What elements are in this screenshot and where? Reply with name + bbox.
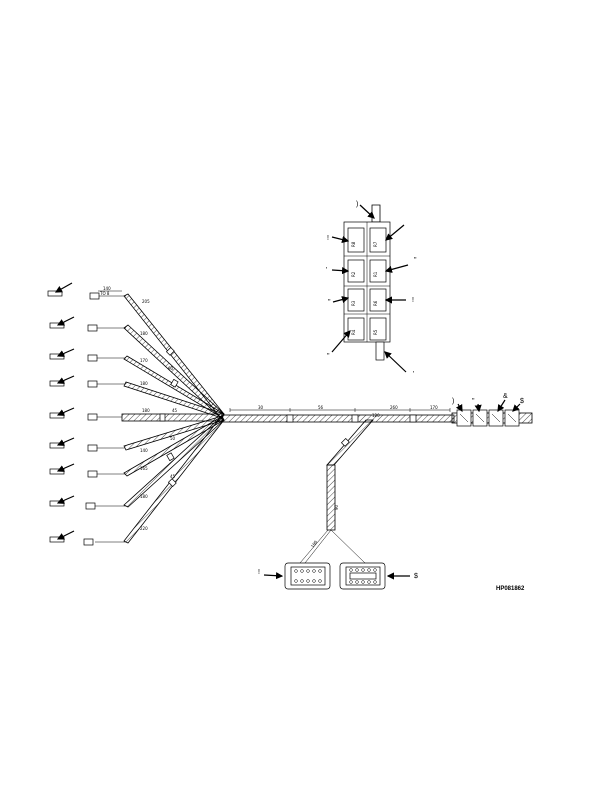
svg-text:R5: R5	[373, 329, 378, 335]
svg-text:45: 45	[170, 474, 176, 479]
relay-callout-1: )	[356, 201, 358, 208]
relay-r8: R8	[347, 227, 365, 253]
svg-text:90: 90	[334, 504, 339, 510]
relay-callout-2: !	[327, 235, 329, 242]
svg-text:R8: R8	[351, 241, 356, 247]
left-connector-4	[49, 375, 98, 388]
svg-text:R6: R6	[373, 300, 378, 306]
relay-callout-5: "	[327, 353, 330, 360]
svg-text:180: 180	[140, 331, 148, 336]
right-callout-3: &	[503, 393, 508, 400]
svg-text:45: 45	[172, 408, 178, 413]
svg-text:120: 120	[372, 413, 380, 418]
relay-callout-8: '	[413, 371, 414, 378]
right-end-connectors: ) " & $	[452, 393, 524, 427]
right-callout-1: )	[452, 398, 454, 405]
relay-box: R8 R7 R2 R1 R3 R6 R4 R5	[326, 201, 417, 378]
bottom-connector-left: !	[258, 562, 331, 590]
bottom-right-callout: $	[414, 573, 418, 580]
relay-r2: R2	[347, 259, 365, 283]
left-connector-9	[49, 530, 94, 546]
svg-text:R7: R7	[373, 241, 378, 247]
relay-callout-6: "	[414, 257, 417, 264]
svg-text:R3: R3	[351, 300, 356, 306]
svg-text:30: 30	[258, 405, 264, 410]
svg-text:170: 170	[430, 405, 438, 410]
svg-text:R2: R2	[351, 271, 356, 277]
svg-text:R1: R1	[373, 271, 378, 277]
svg-text:TO 8: TO 8	[99, 291, 110, 296]
svg-text:100: 100	[310, 539, 319, 548]
svg-text:205: 205	[142, 299, 150, 304]
left-connector-8	[49, 495, 96, 510]
left-connector-5	[49, 407, 98, 421]
left-connector-2	[49, 316, 98, 332]
right-callout-2: "	[472, 398, 475, 405]
svg-text:165: 165	[140, 466, 148, 471]
bottom-left-callout: !	[258, 569, 260, 576]
svg-text:50: 50	[170, 436, 176, 441]
bottom-connector-right: $	[339, 562, 418, 590]
relay-r5: R5	[369, 317, 387, 341]
svg-text:180: 180	[142, 408, 150, 413]
svg-text:R4: R4	[351, 329, 356, 335]
relay-callout-3: '	[326, 267, 327, 274]
svg-text:180: 180	[140, 381, 148, 386]
svg-text:60: 60	[168, 366, 174, 371]
drawing-code: HP081862	[496, 586, 525, 592]
relay-r4: R4	[347, 317, 365, 341]
svg-text:140: 140	[140, 448, 148, 453]
svg-text:140: 140	[103, 286, 111, 291]
relay-callout-4: "	[328, 299, 331, 306]
svg-text:260: 260	[390, 405, 398, 410]
left-connector-1	[47, 282, 100, 300]
relay-r6: R6	[369, 288, 387, 312]
relay-r1: R1	[369, 259, 387, 283]
relay-r3: R3	[347, 288, 365, 312]
svg-text:220: 220	[140, 526, 148, 531]
relay-callout-7: !	[412, 297, 414, 304]
left-connector-7	[49, 463, 98, 478]
right-callout-4: $	[520, 398, 524, 405]
svg-text:180: 180	[140, 494, 148, 499]
svg-text:170: 170	[140, 358, 148, 363]
svg-text:56: 56	[318, 405, 324, 410]
left-connector-3	[49, 348, 98, 362]
left-branch-fan: 140 TO 8 205 180 170 180 180 140 165 180…	[90, 286, 225, 544]
left-connectors	[47, 282, 100, 546]
relay-r7: R7	[369, 227, 387, 253]
left-connector-6	[49, 437, 98, 452]
down-branch: 90 120 100	[299, 413, 380, 564]
